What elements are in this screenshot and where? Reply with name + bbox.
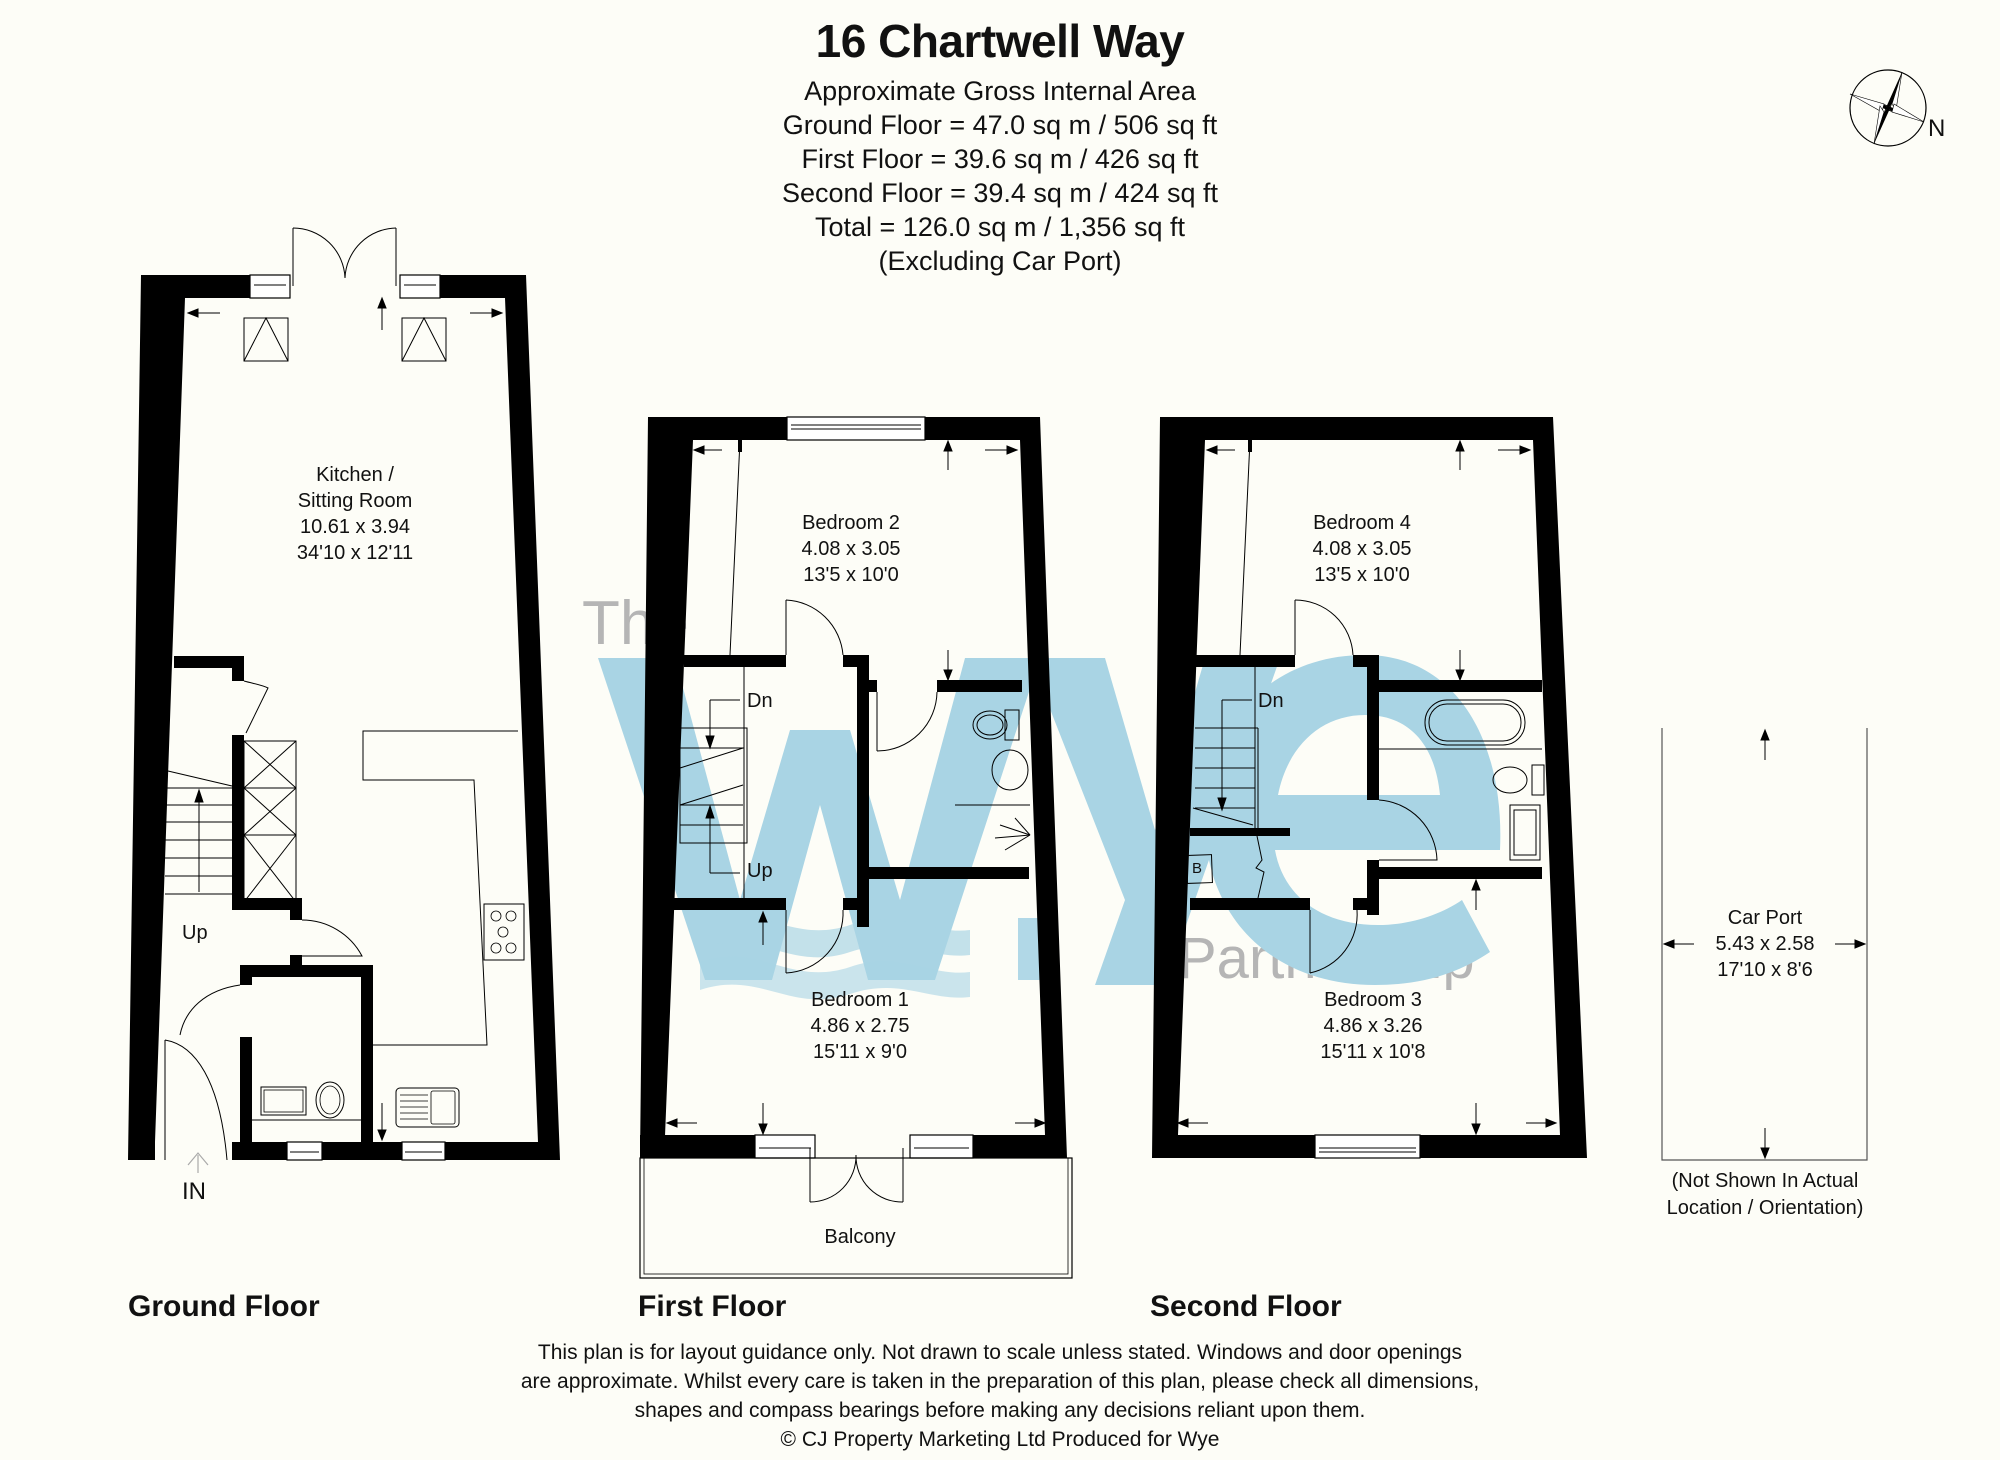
room-name: Bedroom 3 bbox=[1324, 989, 1422, 1011]
area-exclusion-note: (Excluding Car Port) bbox=[878, 246, 1122, 276]
room-imperial: 13'5 x 10'0 bbox=[1314, 564, 1410, 586]
disclaimer: This plan is for layout guidance only. N… bbox=[0, 1338, 2000, 1454]
room-metric: 4.08 x 3.05 bbox=[1312, 538, 1412, 560]
room-imperial: 15'11 x 10'8 bbox=[1320, 1041, 1426, 1063]
room-metric: 4.08 x 3.05 bbox=[801, 538, 901, 560]
carport-note-line1: (Not Shown In Actual bbox=[1671, 1170, 1859, 1192]
room-bedroom-3: Bedroom 3 4.86 x 3.26 15'11 x 10'8 bbox=[1243, 987, 1503, 1065]
copyright-line: © CJ Property Marketing Ltd Produced for… bbox=[780, 1428, 1220, 1451]
carport-note-line2: Location / Orientation) bbox=[1666, 1197, 1864, 1219]
floor-label-second: Second Floor bbox=[1150, 1290, 1342, 1323]
room-name: Bedroom 4 bbox=[1313, 512, 1411, 534]
carport-outline bbox=[1661, 728, 1868, 1161]
room-car-port: Car Port 5.43 x 2.58 17'10 x 8'6 bbox=[1635, 905, 1895, 983]
room-name: Bedroom 1 bbox=[811, 989, 909, 1011]
stairs-down-label: Dn bbox=[1258, 690, 1284, 712]
stairs-down-label: Dn bbox=[747, 690, 773, 712]
room-bedroom-2: Bedroom 2 4.08 x 3.05 13'5 x 10'0 bbox=[721, 510, 981, 588]
entrance-label: IN bbox=[182, 1178, 206, 1205]
room-imperial: 34'10 x 12'11 bbox=[296, 542, 414, 564]
room-bedroom-1: Bedroom 1 4.86 x 2.75 15'11 x 9'0 bbox=[730, 987, 990, 1065]
first-floor-plan bbox=[639, 416, 1073, 1279]
area-ground: Ground Floor = 47.0 sq m / 506 sq ft bbox=[782, 110, 1218, 140]
area-second: Second Floor = 39.4 sq m / 424 sq ft bbox=[782, 178, 1218, 208]
area-first: First Floor = 39.6 sq m / 426 sq ft bbox=[801, 144, 1199, 174]
room-bedroom-4: Bedroom 4 4.08 x 3.05 13'5 x 10'0 bbox=[1232, 510, 1492, 588]
room-imperial: 13'5 x 10'0 bbox=[803, 564, 899, 586]
floor-label-first: First Floor bbox=[638, 1290, 787, 1323]
room-name: Bedroom 2 bbox=[802, 512, 900, 534]
room-metric: 4.86 x 3.26 bbox=[1323, 1015, 1423, 1037]
room-kitchen-sitting: Kitchen / Sitting Room 10.61 x 3.94 34'1… bbox=[225, 462, 485, 566]
room-metric: 4.86 x 2.75 bbox=[810, 1015, 910, 1037]
area-summary: Approximate Gross Internal Area Ground F… bbox=[0, 74, 2000, 278]
room-imperial: 15'11 x 9'0 bbox=[812, 1041, 907, 1063]
disclaimer-line-2: are approximate. Whilst every care is ta… bbox=[520, 1370, 1480, 1393]
boiler-label: B bbox=[1192, 860, 1203, 877]
area-heading: Approximate Gross Internal Area bbox=[804, 76, 1196, 106]
stairs-up-label: Up bbox=[182, 922, 208, 944]
room-balcony: Balcony bbox=[824, 1226, 896, 1248]
room-name: Kitchen / bbox=[316, 464, 394, 486]
room-metric: 10.61 x 3.94 bbox=[299, 516, 411, 538]
room-imperial: 17'10 x 8'6 bbox=[1717, 959, 1813, 981]
disclaimer-line-1: This plan is for layout guidance only. N… bbox=[537, 1341, 1463, 1364]
property-title: 16 Chartwell Way bbox=[815, 15, 1185, 67]
compass-north-label: N bbox=[1928, 115, 1946, 142]
second-floor-plan bbox=[1152, 417, 1587, 1159]
room-name: Car Port bbox=[1727, 907, 1803, 929]
stairs-up-label: Up bbox=[747, 860, 773, 882]
disclaimer-line-3: shapes and compass bearings before makin… bbox=[634, 1399, 1366, 1422]
area-total: Total = 126.0 sq m / 1,356 sq ft bbox=[815, 212, 1185, 242]
compass-rose-icon bbox=[1849, 69, 1927, 147]
carport-note: (Not Shown In Actual Location / Orientat… bbox=[1630, 1168, 1900, 1222]
room-name-line2: Sitting Room bbox=[297, 490, 413, 512]
ground-floor-plan bbox=[128, 227, 560, 1173]
floor-label-ground: Ground Floor bbox=[128, 1290, 320, 1323]
room-metric: 5.43 x 2.58 bbox=[1715, 933, 1815, 955]
